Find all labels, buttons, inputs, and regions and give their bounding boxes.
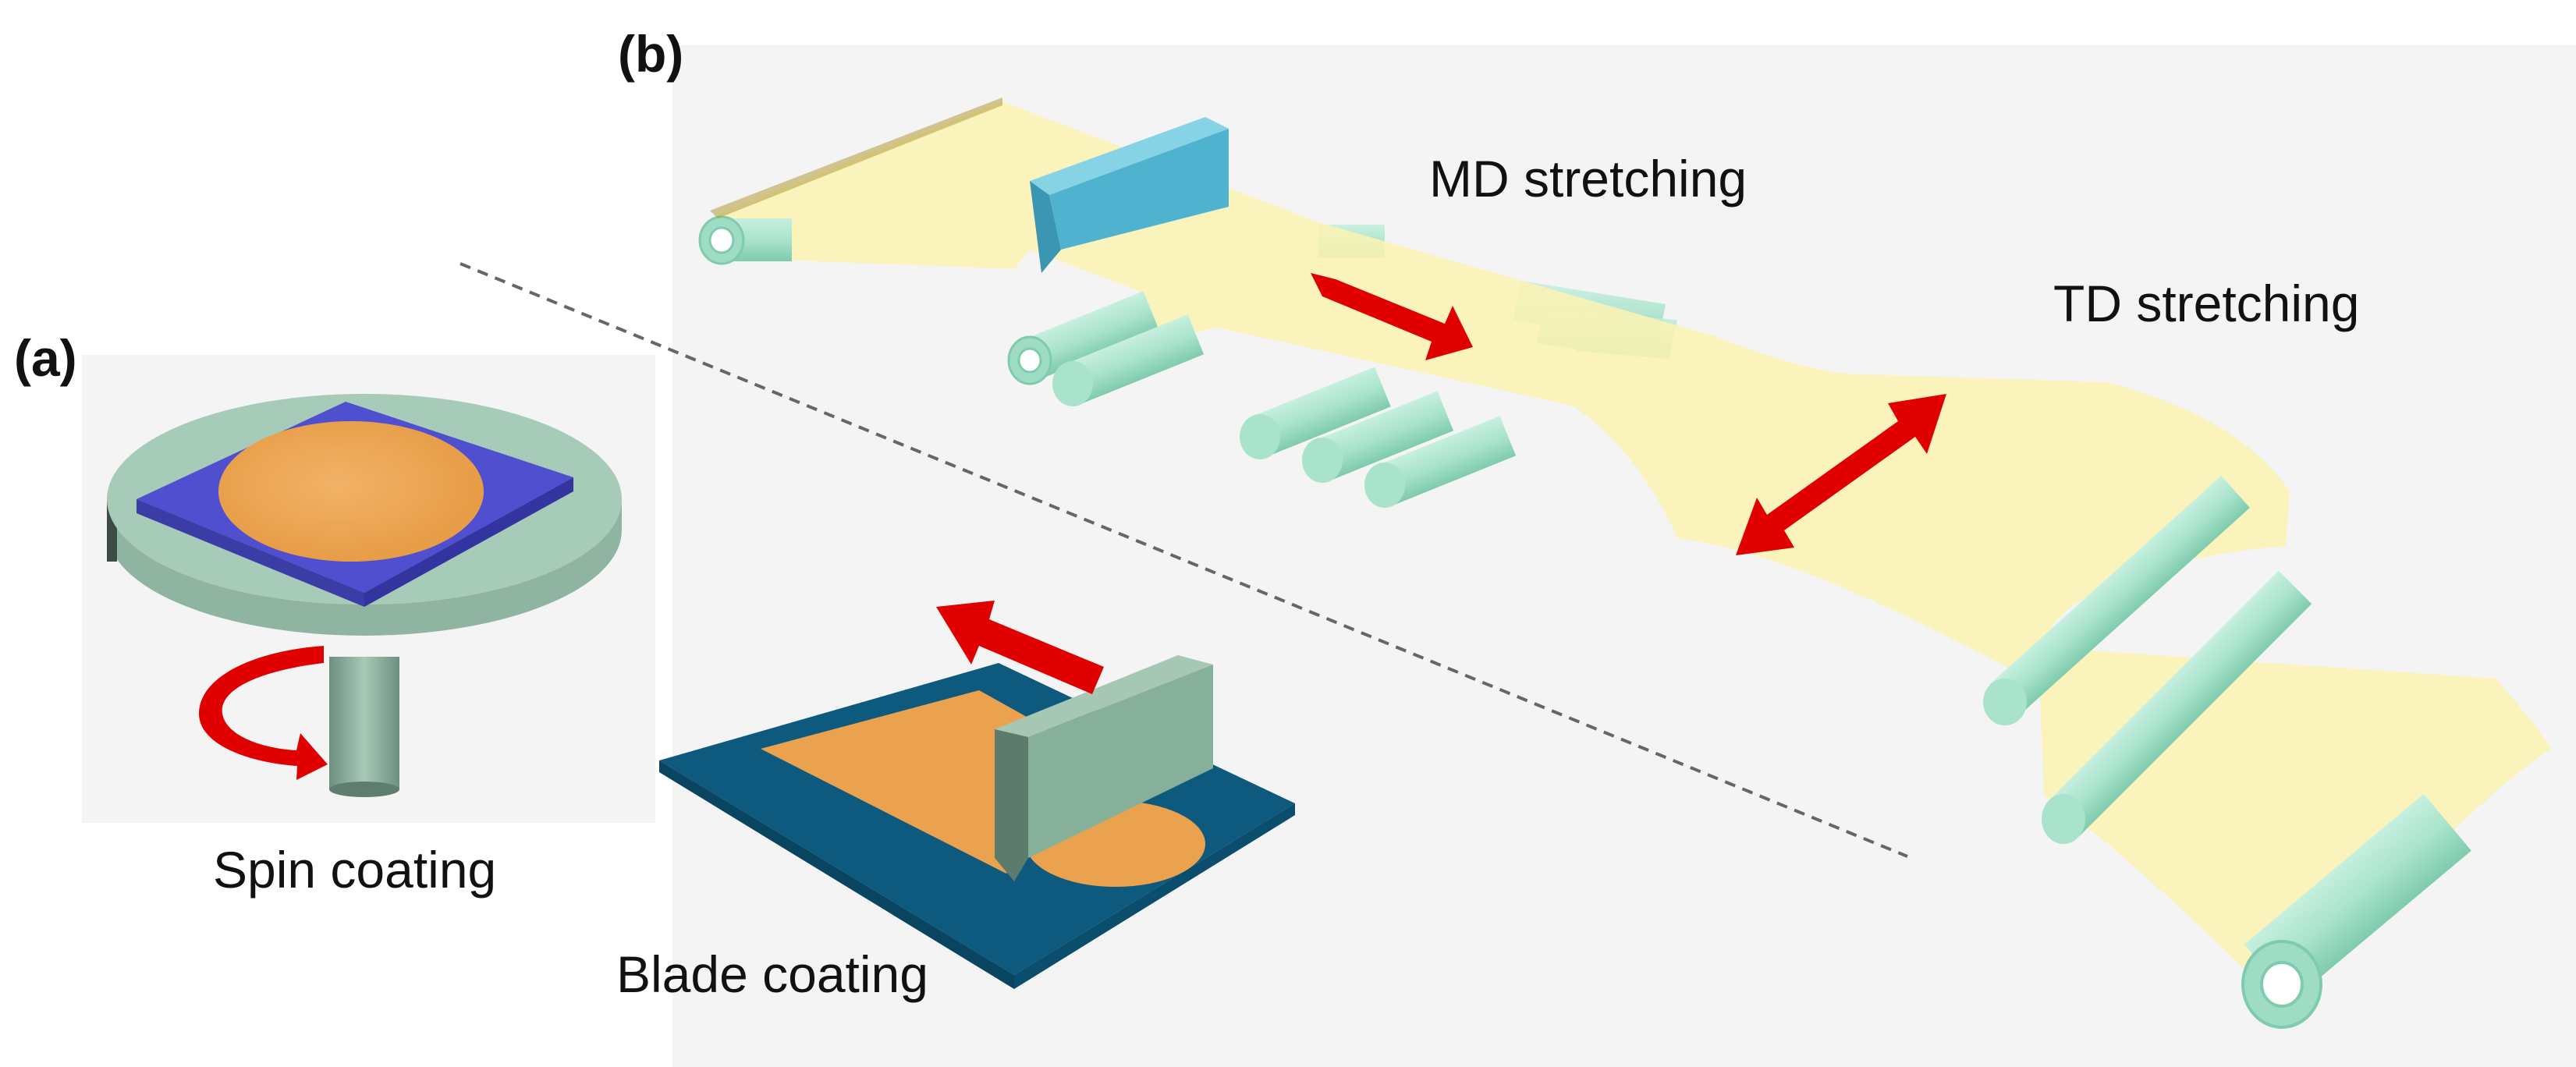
md-front-rollers — [1240, 367, 1517, 508]
roll-to-roll-process — [698, 97, 2551, 1029]
blade-direction-arrow — [936, 601, 1104, 694]
spin-coating-caption: Spin coating — [213, 841, 496, 899]
td-end-rollers — [1983, 476, 2312, 844]
md-direction-arrow — [1311, 273, 1473, 360]
spin-coater — [107, 394, 622, 797]
rewind-roller — [2241, 793, 2471, 1029]
unwind-roller — [698, 215, 792, 265]
td-direction-arrow — [1736, 394, 1946, 555]
td-stretching-caption: TD stretching — [2053, 275, 2359, 332]
md-stretching-caption: MD stretching — [1429, 150, 1747, 207]
coating-rollers — [1007, 291, 1205, 406]
panel-a-label: (a) — [14, 329, 77, 387]
blade-coating-caption: Blade coating — [616, 945, 928, 1003]
slot-die-blade — [1030, 117, 1229, 273]
rotation-arrow — [199, 646, 328, 780]
blade-coater — [659, 601, 1295, 989]
panel-b-label: (b) — [618, 25, 683, 83]
